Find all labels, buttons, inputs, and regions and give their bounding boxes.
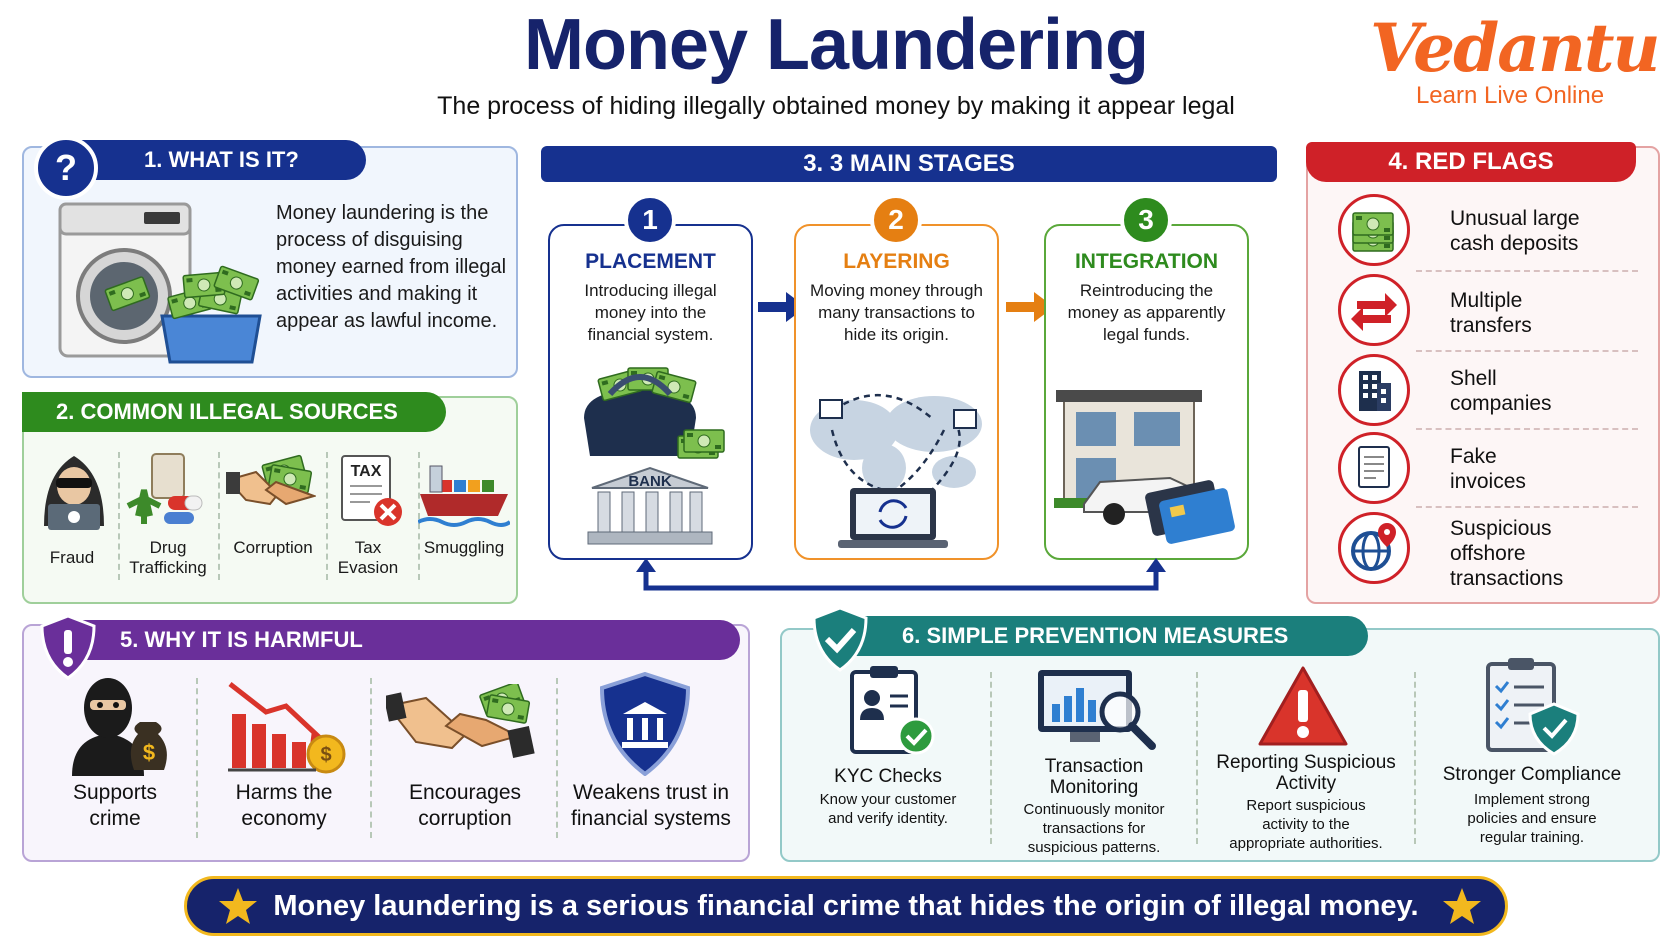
checklist-shield-icon: [1482, 656, 1582, 756]
stage-placement-title: PLACEMENT: [585, 250, 716, 273]
flag-shell-companies-label: Shell companies: [1450, 367, 1552, 415]
falling-chart-icon: $: [226, 676, 350, 776]
arrows-transfer-icon: [1338, 274, 1410, 346]
brand-name: Vedantu: [1370, 9, 1661, 87]
source-tax-evasion-label: Tax Evasion: [337, 538, 399, 577]
tax-icon-text: TAX: [351, 463, 382, 480]
prevention-heading: 6. SIMPLE PREVENTION MEASURES: [826, 616, 1368, 656]
divider: [326, 452, 328, 580]
tax-document-icon: TAX: [336, 452, 408, 532]
svg-text:$: $: [320, 744, 331, 766]
divider: [370, 678, 372, 838]
divider: [1416, 506, 1638, 508]
divider: [990, 672, 992, 844]
prevention-monitoring-title: Transaction Monitoring: [1044, 756, 1144, 798]
divider: [1416, 270, 1638, 272]
prevention-compliance-desc: Implement strong policies and ensure reg…: [1467, 791, 1597, 846]
stage-3-badge: 3: [1120, 194, 1172, 246]
arrow-right-icon: [1004, 290, 1056, 324]
divider: [556, 678, 558, 838]
page-title: Money Laundering: [523, 5, 1149, 85]
footer-text: Money laundering is a serious financial …: [273, 890, 1419, 922]
what-is-it-text: Money laundering is the process of disgu…: [276, 202, 507, 332]
invoice-icon: [1338, 432, 1410, 504]
flag-multiple-transfers-label: Multiple transfers: [1450, 289, 1532, 337]
divider: [1416, 350, 1638, 352]
star-icon: [218, 886, 258, 926]
divider: [1196, 672, 1198, 844]
footer-banner: [184, 876, 1508, 936]
warning-triangle-icon: [1256, 664, 1350, 748]
divider: [418, 452, 420, 580]
divider: [1416, 428, 1638, 430]
bank-label: BANK: [628, 473, 671, 490]
stage-placement-desc: Introducing illegal money into the finan…: [584, 281, 717, 344]
illegal-sources-heading: 2. COMMON ILLEGAL SOURCES: [22, 392, 446, 432]
svg-text:$: $: [143, 740, 155, 765]
washing-machine-with-cash-icon: [54, 196, 268, 364]
main-stages-heading: 3. 3 MAIN STAGES: [541, 146, 1277, 182]
what-is-it-heading: 1. WHAT IS IT?: [60, 140, 366, 180]
stage-integration-title: INTEGRATION: [1074, 250, 1219, 273]
world-map-transfers-icon: [804, 380, 990, 550]
harm-trust-label: Weakens trust in financial systems: [571, 781, 731, 830]
stage-layering-desc: Moving money through many transactions t…: [810, 281, 983, 344]
drugs-icon: [124, 450, 214, 530]
handshake-cash-icon: [386, 684, 536, 770]
shield-check-icon: [810, 606, 870, 672]
loop-arrow-icon: [632, 556, 1170, 594]
house-car-cards-icon: [1050, 378, 1246, 544]
monitor-magnifier-icon: [1034, 666, 1158, 752]
bank-shield-icon: [598, 672, 692, 776]
hacker-icon: [36, 446, 112, 532]
prevention-compliance-title: Stronger Compliance: [1442, 764, 1622, 785]
red-flags-heading: 4. RED FLAGS: [1306, 142, 1636, 182]
source-drug-trafficking-label: Drug Trafficking: [129, 538, 207, 577]
prevention-kyc-desc: Know your customer and verify identity.: [819, 791, 957, 827]
question-mark-icon: ?: [34, 136, 98, 200]
globe-pin-icon: [1338, 512, 1410, 584]
harm-economy-label: Harms the economy: [235, 781, 333, 830]
prevention-monitoring-desc: Continuously monitor transactions for su…: [1023, 801, 1165, 856]
divider: [118, 452, 120, 580]
prevention-reporting-desc: Report suspicious activity to the approp…: [1229, 797, 1383, 852]
flag-offshore-transactions-label: Suspicious offshore transactions: [1450, 517, 1564, 590]
bag-of-cash-and-bank-icon: BANK: [570, 364, 734, 550]
why-harmful-heading: 5. WHY IT IS HARMFUL: [68, 620, 740, 660]
stage-2-badge: 2: [870, 194, 922, 246]
bribe-handshake-icon: [226, 450, 316, 526]
prevention-reporting-title: Reporting Suspicious Activity: [1216, 752, 1396, 794]
shield-alert-icon: [38, 614, 98, 680]
star-icon: [1442, 886, 1482, 926]
divider: [1414, 672, 1416, 844]
id-clipboard-check-icon: [846, 664, 938, 758]
building-icon: [1338, 354, 1410, 426]
cargo-ship-icon: [418, 460, 510, 530]
cash-stack-icon: [1338, 194, 1410, 266]
source-smuggling-label: Smuggling: [423, 538, 505, 557]
source-corruption-label: Corruption: [233, 538, 313, 557]
flag-cash-deposits-label: Unusual large cash deposits: [1450, 207, 1580, 255]
page-subtitle: The process of hiding illegally obtained…: [437, 92, 1235, 120]
divider: [218, 452, 220, 580]
brand-logo[interactable]: Vedantu Learn Live Online: [1370, 9, 1661, 110]
stage-layering-title: LAYERING: [843, 250, 950, 273]
harm-corruption-label: Encourages corruption: [408, 781, 522, 830]
brand-tagline: Learn Live Online: [1415, 82, 1605, 109]
divider: [196, 678, 198, 838]
flag-fake-invoices-label: Fake invoices: [1450, 445, 1526, 493]
source-fraud-label: Fraud: [49, 548, 95, 567]
stage-1-badge: 1: [624, 194, 676, 246]
stage-integration-desc: Reintroducing the money as apparently le…: [1067, 281, 1226, 344]
criminal-with-money-bag-icon: $: [64, 672, 174, 776]
harm-supports-crime-label: Supports crime: [72, 781, 158, 830]
prevention-kyc-title: KYC Checks: [834, 766, 942, 787]
